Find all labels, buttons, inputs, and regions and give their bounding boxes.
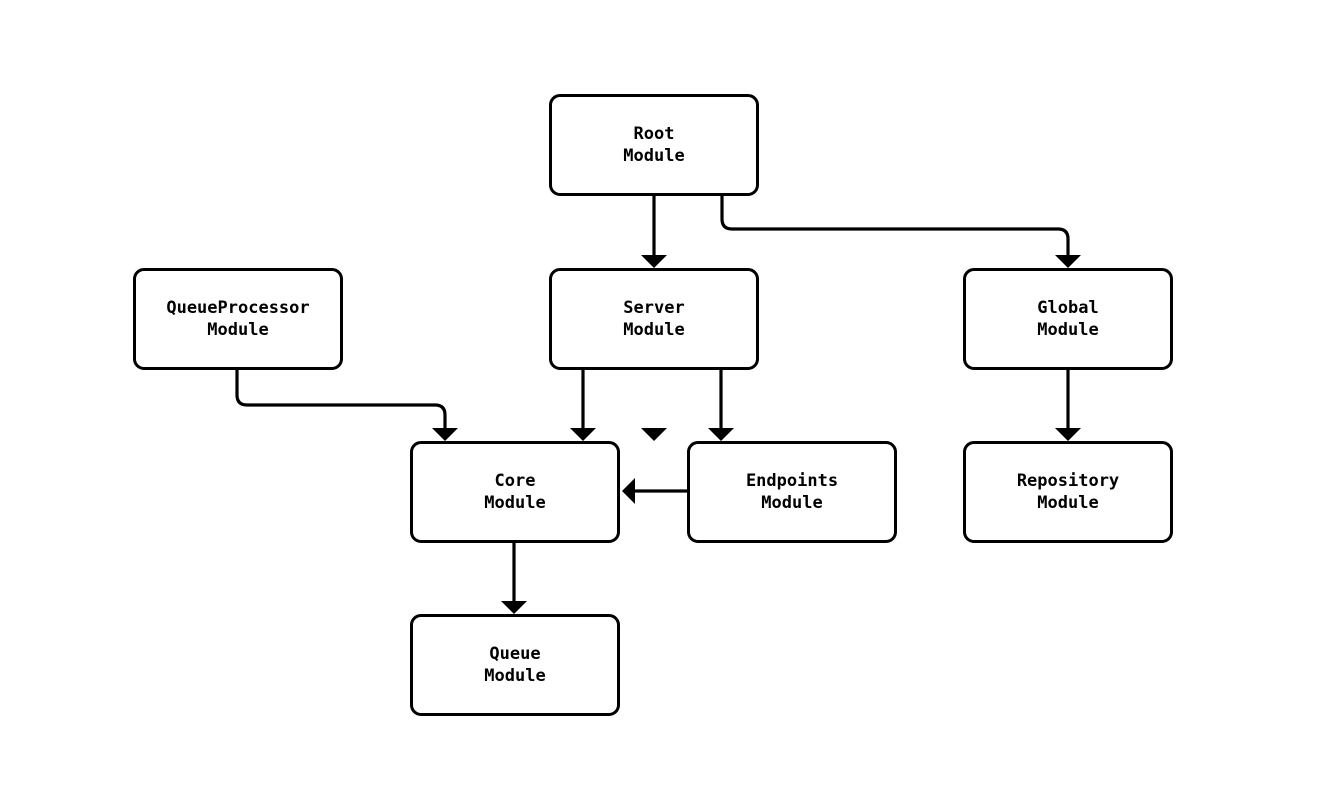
node-server-module-line2: Module — [623, 320, 685, 340]
arrowhead-global-to-repository — [1055, 428, 1081, 441]
node-queueprocessor-module-line2: Module — [207, 320, 269, 340]
arrowhead-core-to-queue — [501, 601, 527, 614]
node-root-module[interactable]: Root Module — [549, 94, 759, 196]
node-queueprocessor-module-line1: QueueProcessor — [166, 298, 310, 318]
node-root-module-line1: Root — [633, 124, 675, 144]
node-queue-module-line1: Queue — [489, 644, 541, 664]
node-global-module[interactable]: Global Module — [963, 268, 1173, 370]
edge-root-to-global — [720, 196, 1070, 255]
arrowhead-root-to-server-top — [641, 255, 667, 268]
node-queue-module-line2: Module — [484, 666, 546, 686]
node-endpoints-module-line1: Endpoints — [745, 471, 839, 491]
node-queue-module[interactable]: Queue Module — [410, 614, 620, 716]
node-core-module-line1: Core — [494, 471, 536, 491]
node-repository-module-line2: Module — [1037, 493, 1099, 513]
node-endpoints-module[interactable]: Endpoints Module — [687, 441, 897, 543]
node-core-module-line2: Module — [484, 493, 546, 513]
node-repository-module-line1: Repository — [1016, 471, 1120, 491]
arrowhead-server-to-core — [570, 428, 596, 441]
edge-queueprocessor-to-core — [235, 370, 447, 428]
arrowhead-queueprocessor-to-core — [432, 428, 458, 441]
node-core-module[interactable]: Core Module — [410, 441, 620, 543]
node-root-module-line2: Module — [623, 146, 685, 166]
arrowhead-root-to-server — [641, 428, 667, 441]
node-server-module[interactable]: Server Module — [549, 268, 759, 370]
node-repository-module[interactable]: Repository Module — [963, 441, 1173, 543]
node-endpoints-module-line2: Module — [761, 493, 823, 513]
arrowhead-endpoints-to-core — [622, 478, 635, 504]
arrowhead-root-to-global — [1055, 255, 1081, 268]
node-global-module-line2: Module — [1037, 320, 1099, 340]
node-global-module-line1: Global — [1037, 298, 1099, 318]
node-queueprocessor-module[interactable]: QueueProcessor Module — [133, 268, 343, 370]
node-server-module-line1: Server — [623, 298, 685, 318]
arrowhead-server-to-endpoints — [708, 428, 734, 441]
